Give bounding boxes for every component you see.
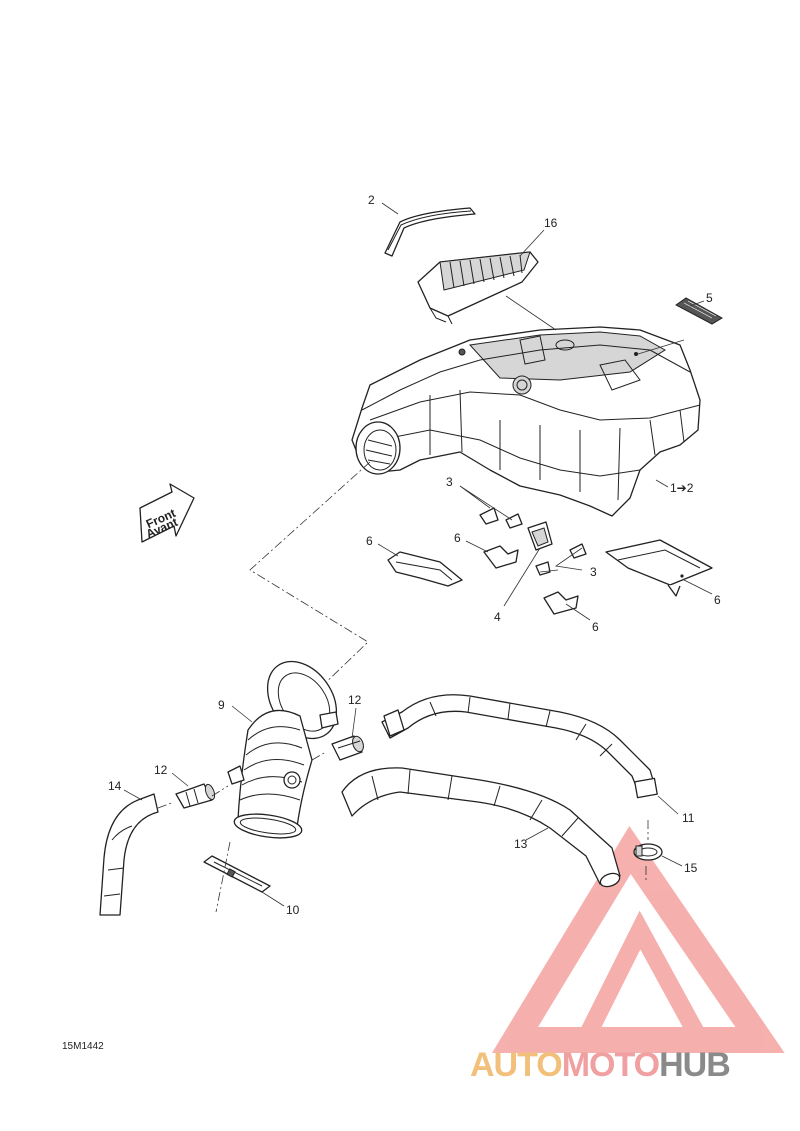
- callouts: 2 16 5 1➔2 3 3 6 6 6 6 4 9 12 12 14 11 1…: [108, 193, 721, 917]
- part-clip-center: [505, 513, 523, 529]
- part-large-hose: [341, 767, 621, 888]
- part-clamp-ring: [203, 855, 271, 893]
- part-grommet: [527, 521, 553, 551]
- part-clip-left: [479, 507, 499, 525]
- part-heat-shield-left: [387, 551, 463, 587]
- callout-1-2: 1➔2: [670, 481, 694, 495]
- callout-13: 13: [514, 837, 528, 851]
- callout-10: 10: [286, 903, 300, 917]
- callout-14: 14: [108, 779, 122, 793]
- callout-15: 15: [684, 861, 698, 875]
- callout-11: 11: [682, 811, 695, 825]
- watermark-part-hub: HUB: [659, 1046, 731, 1084]
- callout-2: 2: [368, 193, 375, 207]
- part-hose-small: [99, 793, 159, 916]
- assembly-line-lower: [157, 751, 649, 913]
- part-bracket-center: [483, 545, 519, 569]
- callout-6-lower: 6: [592, 620, 599, 634]
- part-air-filter: [417, 251, 539, 325]
- part-decal: [675, 297, 723, 325]
- watermark-logo-mark: [491, 825, 785, 1053]
- drawing-code: 15M1442: [62, 1041, 104, 1052]
- part-breather-hose: [381, 694, 658, 799]
- watermark-part-moto: MOTO: [561, 1046, 660, 1084]
- part-air-box-housing: [351, 326, 701, 517]
- part-seal-strip: [384, 207, 476, 257]
- callout-6-center: 6: [454, 531, 461, 545]
- callout-5: 5: [706, 291, 713, 305]
- direction-arrow: Front Avant: [139, 483, 195, 543]
- part-hose-clamp: [633, 843, 663, 861]
- watermark-part-auto: AUTO: [470, 1046, 563, 1084]
- part-fitting-left: [175, 783, 216, 809]
- watermark-logo-text: AUTOMOTOHUB: [470, 1046, 731, 1085]
- callout-6-right: 6: [714, 593, 721, 607]
- callout-9: 9: [218, 698, 225, 712]
- callout-16: 16: [544, 216, 558, 230]
- part-heat-shield-right: [605, 539, 713, 597]
- callout-3-lower: 3: [590, 565, 597, 579]
- callout-4: 4: [494, 610, 501, 624]
- leader-lines: [123, 202, 713, 907]
- assembly-line: [249, 461, 371, 691]
- callout-3-upper: 3: [446, 475, 453, 489]
- part-clip-right-b: [535, 561, 551, 576]
- part-bracket-lower: [543, 591, 579, 615]
- callout-6-left: 6: [366, 534, 373, 548]
- part-intake-adaptor: [227, 660, 339, 839]
- callout-12-right: 12: [348, 693, 362, 707]
- callout-12-left: 12: [154, 763, 168, 777]
- part-fitting-right: [331, 735, 364, 761]
